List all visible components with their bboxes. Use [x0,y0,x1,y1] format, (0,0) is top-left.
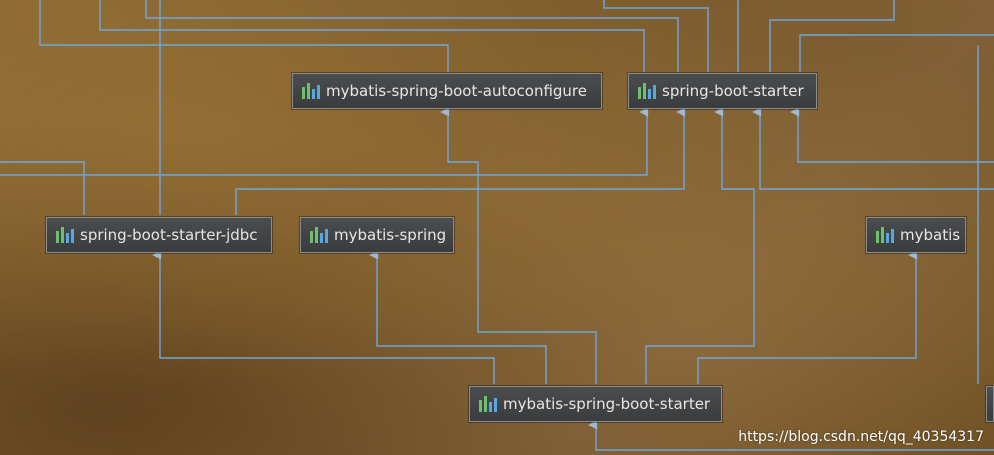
edge [99,0,645,72]
edge [752,107,994,190]
node-label: mybatis [900,226,961,244]
edge [152,250,495,384]
edge [369,250,547,384]
node-mybatis-spring[interactable]: mybatis-spring [300,217,454,253]
edge [0,161,85,215]
node-mybatis[interactable]: mybatis [866,217,966,253]
edge [697,250,918,384]
node-mybatis-spring-boot-starter[interactable]: mybatis-spring-boot-starter [469,386,722,422]
node-mybatis-spring-boot-autoconfigure[interactable]: mybatis-spring-boot-autoconfigure [292,73,602,109]
edge [39,0,449,72]
maven-module-icon [638,83,656,99]
edge [235,107,686,215]
edge [145,0,679,72]
edge [769,0,895,72]
node-label: spring-boot-starter-jdbc [80,226,258,244]
node-offscreen[interactable] [986,386,994,422]
edge [440,107,597,384]
edge [588,420,994,451]
node-label: spring-boot-starter [662,82,804,100]
node-label: mybatis-spring-boot-starter [503,395,711,413]
node-label: mybatis-spring [334,226,447,244]
maven-module-icon [479,396,497,412]
maven-module-icon [876,227,894,243]
node-spring-boot-starter-jdbc[interactable]: spring-boot-starter-jdbc [46,217,272,253]
watermark-url: https://blog.csdn.net/qq_40354317 [738,429,984,445]
edge [603,0,709,72]
maven-module-icon [310,227,328,243]
node-label: mybatis-spring-boot-autoconfigure [326,82,587,100]
edge [799,34,994,72]
maven-module-icon [302,83,320,99]
maven-module-icon [56,227,74,243]
edge [0,107,649,176]
edge [790,107,994,163]
node-spring-boot-starter[interactable]: spring-boot-starter [628,73,817,109]
edge [645,107,755,384]
